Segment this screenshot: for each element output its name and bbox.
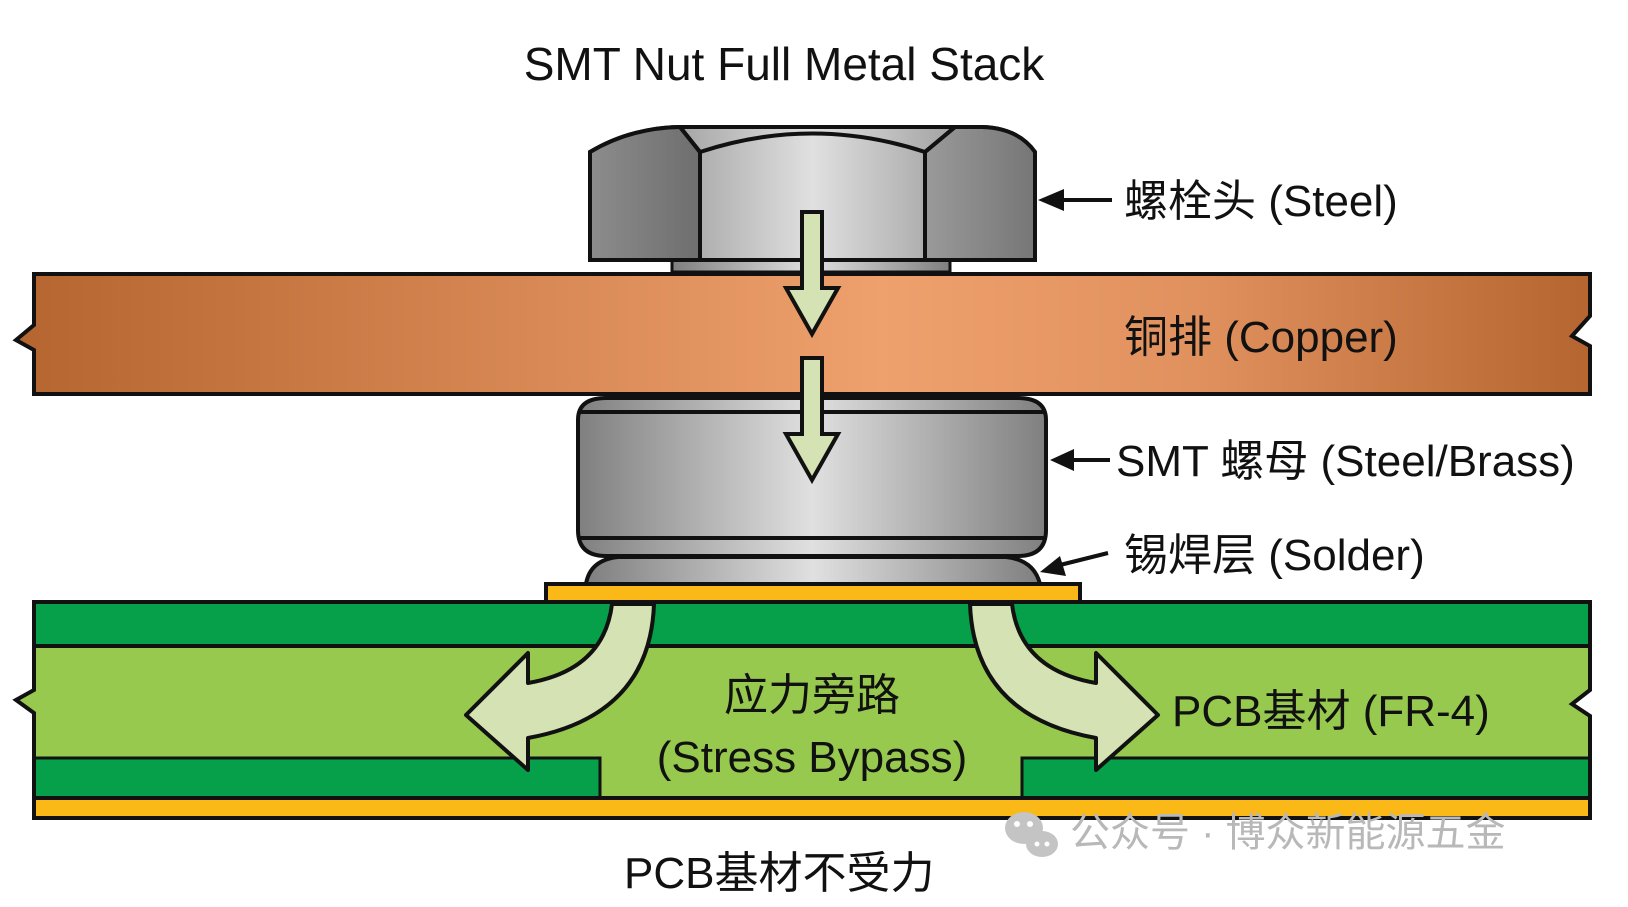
pcb-top-layer bbox=[36, 604, 1588, 646]
label-pcb: PCB基材 (FR-4) bbox=[1172, 687, 1490, 736]
watermark: 公众号 · 博众新能源五金 bbox=[1005, 811, 1506, 857]
label-bolt-head: 螺栓头 (Steel) bbox=[1124, 177, 1398, 226]
callout-arrow-bolt-head bbox=[1038, 189, 1112, 211]
watermark-text: 公众号 · 博众新能源五金 bbox=[1070, 811, 1506, 855]
label-smt-nut: SMT 螺母 (Steel/Brass) bbox=[1116, 437, 1575, 486]
stress-bypass-arrow-left bbox=[464, 602, 656, 772]
bolt-head-left-facet bbox=[588, 124, 702, 262]
callout-arrow-solder bbox=[1040, 551, 1109, 576]
pcb-board bbox=[12, 600, 1592, 820]
label-copper: 铜排 (Copper) bbox=[1124, 313, 1398, 362]
force-arrow-down-lower bbox=[782, 356, 842, 485]
diagram-title: SMT Nut Full Metal Stack bbox=[524, 38, 1046, 90]
pcb-bottom-layer-right bbox=[1022, 758, 1588, 796]
label-solder: 锡焊层 (Solder) bbox=[1124, 531, 1425, 580]
copper-bar bbox=[12, 272, 1592, 396]
label-stress-bypass-cn: 应力旁路 bbox=[724, 671, 900, 720]
stress-bypass-arrow-right bbox=[968, 602, 1160, 772]
force-arrow-down-upper bbox=[782, 210, 842, 339]
label-footer: PCB基材不受力 bbox=[624, 849, 934, 898]
pcb-bottom-layer-left bbox=[36, 758, 600, 796]
label-stress-bypass-en: (Stress Bypass) bbox=[657, 733, 968, 782]
pcb-bottom-gold-layer bbox=[36, 800, 1588, 816]
solder-layer bbox=[583, 555, 1043, 586]
copper-pad bbox=[544, 582, 1082, 604]
callout-arrow-smt-nut bbox=[1050, 449, 1110, 471]
bolt-head bbox=[588, 124, 1037, 262]
wechat-icon bbox=[1005, 812, 1058, 857]
bolt-head-right-facet bbox=[923, 125, 1037, 262]
